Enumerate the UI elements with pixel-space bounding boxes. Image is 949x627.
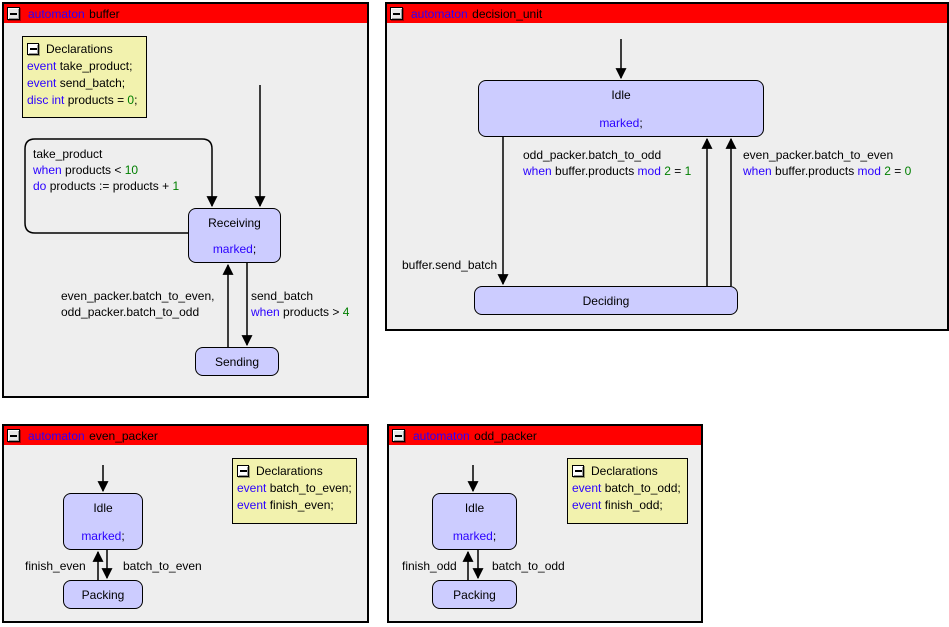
state-idle-odd-packer: Idle marked; bbox=[432, 493, 517, 550]
panel-title: automaton buffer bbox=[28, 5, 120, 23]
state-name: Deciding bbox=[582, 293, 630, 308]
automaton-name: odd_packer bbox=[474, 428, 537, 443]
panel-header-decision-unit: automaton decision_unit bbox=[387, 4, 947, 23]
state-idle-decision-unit: Idle marked; bbox=[478, 80, 764, 137]
state-name: Packing bbox=[81, 587, 125, 602]
panel-header-odd-packer: automaton odd_packer bbox=[389, 426, 701, 445]
minus-icon bbox=[10, 434, 17, 437]
transition-label-buffer-send-batch: buffer.send_batch bbox=[402, 258, 498, 272]
automaton-name: decision_unit bbox=[472, 6, 543, 21]
declarations-lines: event take_product;event send_batch;disc… bbox=[27, 59, 138, 107]
declarations-lines: event batch_to_odd;event finish_odd; bbox=[572, 481, 681, 512]
declarations-title: Declarations bbox=[591, 463, 658, 478]
panel-header-even-packer: automaton even_packer bbox=[4, 426, 367, 445]
state-packing-odd-packer: Packing bbox=[432, 580, 517, 609]
state-name: Idle bbox=[611, 88, 631, 102]
automaton-keyword: automaton bbox=[28, 6, 85, 21]
state-idle-even-packer: Idle marked; bbox=[63, 493, 143, 550]
declarations-box-even-packer: Declarations event batch_to_even;event f… bbox=[232, 458, 357, 524]
collapse-button[interactable] bbox=[572, 464, 584, 477]
collapse-button[interactable] bbox=[7, 429, 20, 442]
collapse-button[interactable] bbox=[392, 429, 405, 442]
panel-header-buffer: automaton buffer bbox=[4, 4, 367, 23]
automaton-keyword: automaton bbox=[28, 428, 85, 443]
transition-label-batch-events: even_packer.batch_to_even,odd_packer.bat… bbox=[61, 289, 215, 319]
minus-icon bbox=[239, 469, 247, 472]
minus-icon bbox=[29, 47, 37, 50]
panel-title: automaton odd_packer bbox=[413, 427, 537, 445]
state-name: Idle bbox=[93, 501, 113, 515]
automaton-name: buffer bbox=[89, 6, 120, 21]
state-marked: marked; bbox=[81, 529, 125, 543]
transition-label-finish-even: finish_even bbox=[25, 559, 86, 573]
declarations-lines: event batch_to_even;event finish_even; bbox=[237, 481, 352, 512]
declarations-title: Declarations bbox=[256, 463, 323, 478]
declarations-title: Declarations bbox=[46, 41, 113, 56]
declarations-header: Declarations bbox=[237, 462, 351, 479]
minus-icon bbox=[395, 434, 402, 437]
panel-title: automaton even_packer bbox=[28, 427, 158, 445]
state-name: Packing bbox=[453, 587, 496, 602]
transition-label-finish-odd: finish_odd bbox=[402, 559, 457, 573]
panel-title: automaton decision_unit bbox=[411, 5, 542, 23]
collapse-button[interactable] bbox=[7, 7, 20, 20]
automaton-keyword: automaton bbox=[413, 428, 470, 443]
minus-icon bbox=[10, 12, 17, 15]
minus-icon bbox=[393, 12, 400, 15]
declarations-box-buffer: Declarations event take_product;event se… bbox=[22, 36, 147, 118]
state-name: Idle bbox=[464, 501, 485, 515]
state-name: Sending bbox=[214, 354, 260, 369]
state-name: Receiving bbox=[208, 216, 261, 230]
automaton-keyword: automaton bbox=[411, 6, 468, 21]
state-marked: marked; bbox=[212, 242, 257, 256]
minus-icon bbox=[574, 469, 582, 472]
state-marked: marked; bbox=[452, 529, 497, 543]
state-packing-even-packer: Packing bbox=[63, 580, 143, 609]
declarations-header: Declarations bbox=[27, 40, 141, 57]
state-marked: marked; bbox=[599, 116, 643, 130]
state-receiving: Receiving marked; bbox=[188, 208, 281, 263]
collapse-button[interactable] bbox=[27, 42, 39, 55]
transition-label-batch-to-odd: batch_to_odd bbox=[492, 559, 565, 573]
transition-label-batch-to-even: batch_to_even bbox=[123, 559, 202, 573]
automaton-panel-decision-unit: automaton decision_unit bbox=[385, 2, 949, 331]
collapse-button[interactable] bbox=[390, 7, 403, 20]
declarations-header: Declarations bbox=[572, 462, 682, 479]
collapse-button[interactable] bbox=[237, 464, 249, 477]
state-deciding: Deciding bbox=[474, 286, 738, 315]
state-sending: Sending bbox=[195, 347, 279, 376]
automaton-name: even_packer bbox=[89, 428, 158, 443]
declarations-box-odd-packer: Declarations event batch_to_odd;event fi… bbox=[567, 458, 688, 524]
